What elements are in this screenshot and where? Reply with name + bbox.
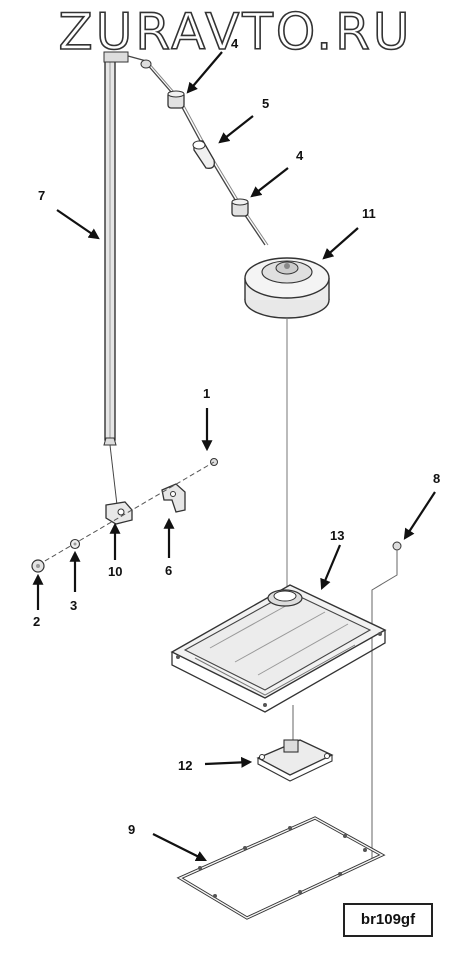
filter-housing [244, 257, 330, 590]
callout-5: 5 [262, 96, 269, 111]
callout-1: 1 [203, 386, 210, 401]
callout-7: 7 [38, 188, 45, 203]
callout-8: 8 [433, 471, 440, 486]
callout-arrows [32, 51, 436, 861]
oil-pan-gasket [176, 816, 386, 920]
callout-2: 2 [33, 614, 40, 629]
callout-13: 13 [330, 528, 344, 543]
site-watermark: ZURAVTO.RU [58, 3, 413, 61]
figure-reference-label: br109gf [343, 903, 433, 937]
nut-part-2 [31, 559, 45, 573]
callout-9: 9 [128, 822, 135, 837]
washer-part-3 [69, 538, 81, 550]
small-cap [140, 59, 152, 69]
plug-part-8 [371, 541, 402, 860]
callout-3: 3 [70, 598, 77, 613]
oil-pan [170, 584, 387, 740]
inline-filter [192, 140, 215, 169]
callout-4-lower: 4 [296, 148, 304, 163]
callout-10: 10 [108, 564, 122, 579]
mounting-bolt-line [37, 461, 215, 566]
bracket-part-10 [105, 501, 133, 525]
callout-12: 12 [178, 758, 192, 773]
callout-6: 6 [165, 563, 172, 578]
dipstick-tube [103, 51, 151, 506]
oil-strainer [256, 739, 334, 782]
callout-4-upper: 4 [231, 36, 239, 51]
hose-clamp-lower [231, 198, 249, 217]
callout-11: 11 [362, 206, 376, 221]
bracket-part-6 [161, 483, 186, 513]
hose-clamp-upper [167, 90, 185, 109]
